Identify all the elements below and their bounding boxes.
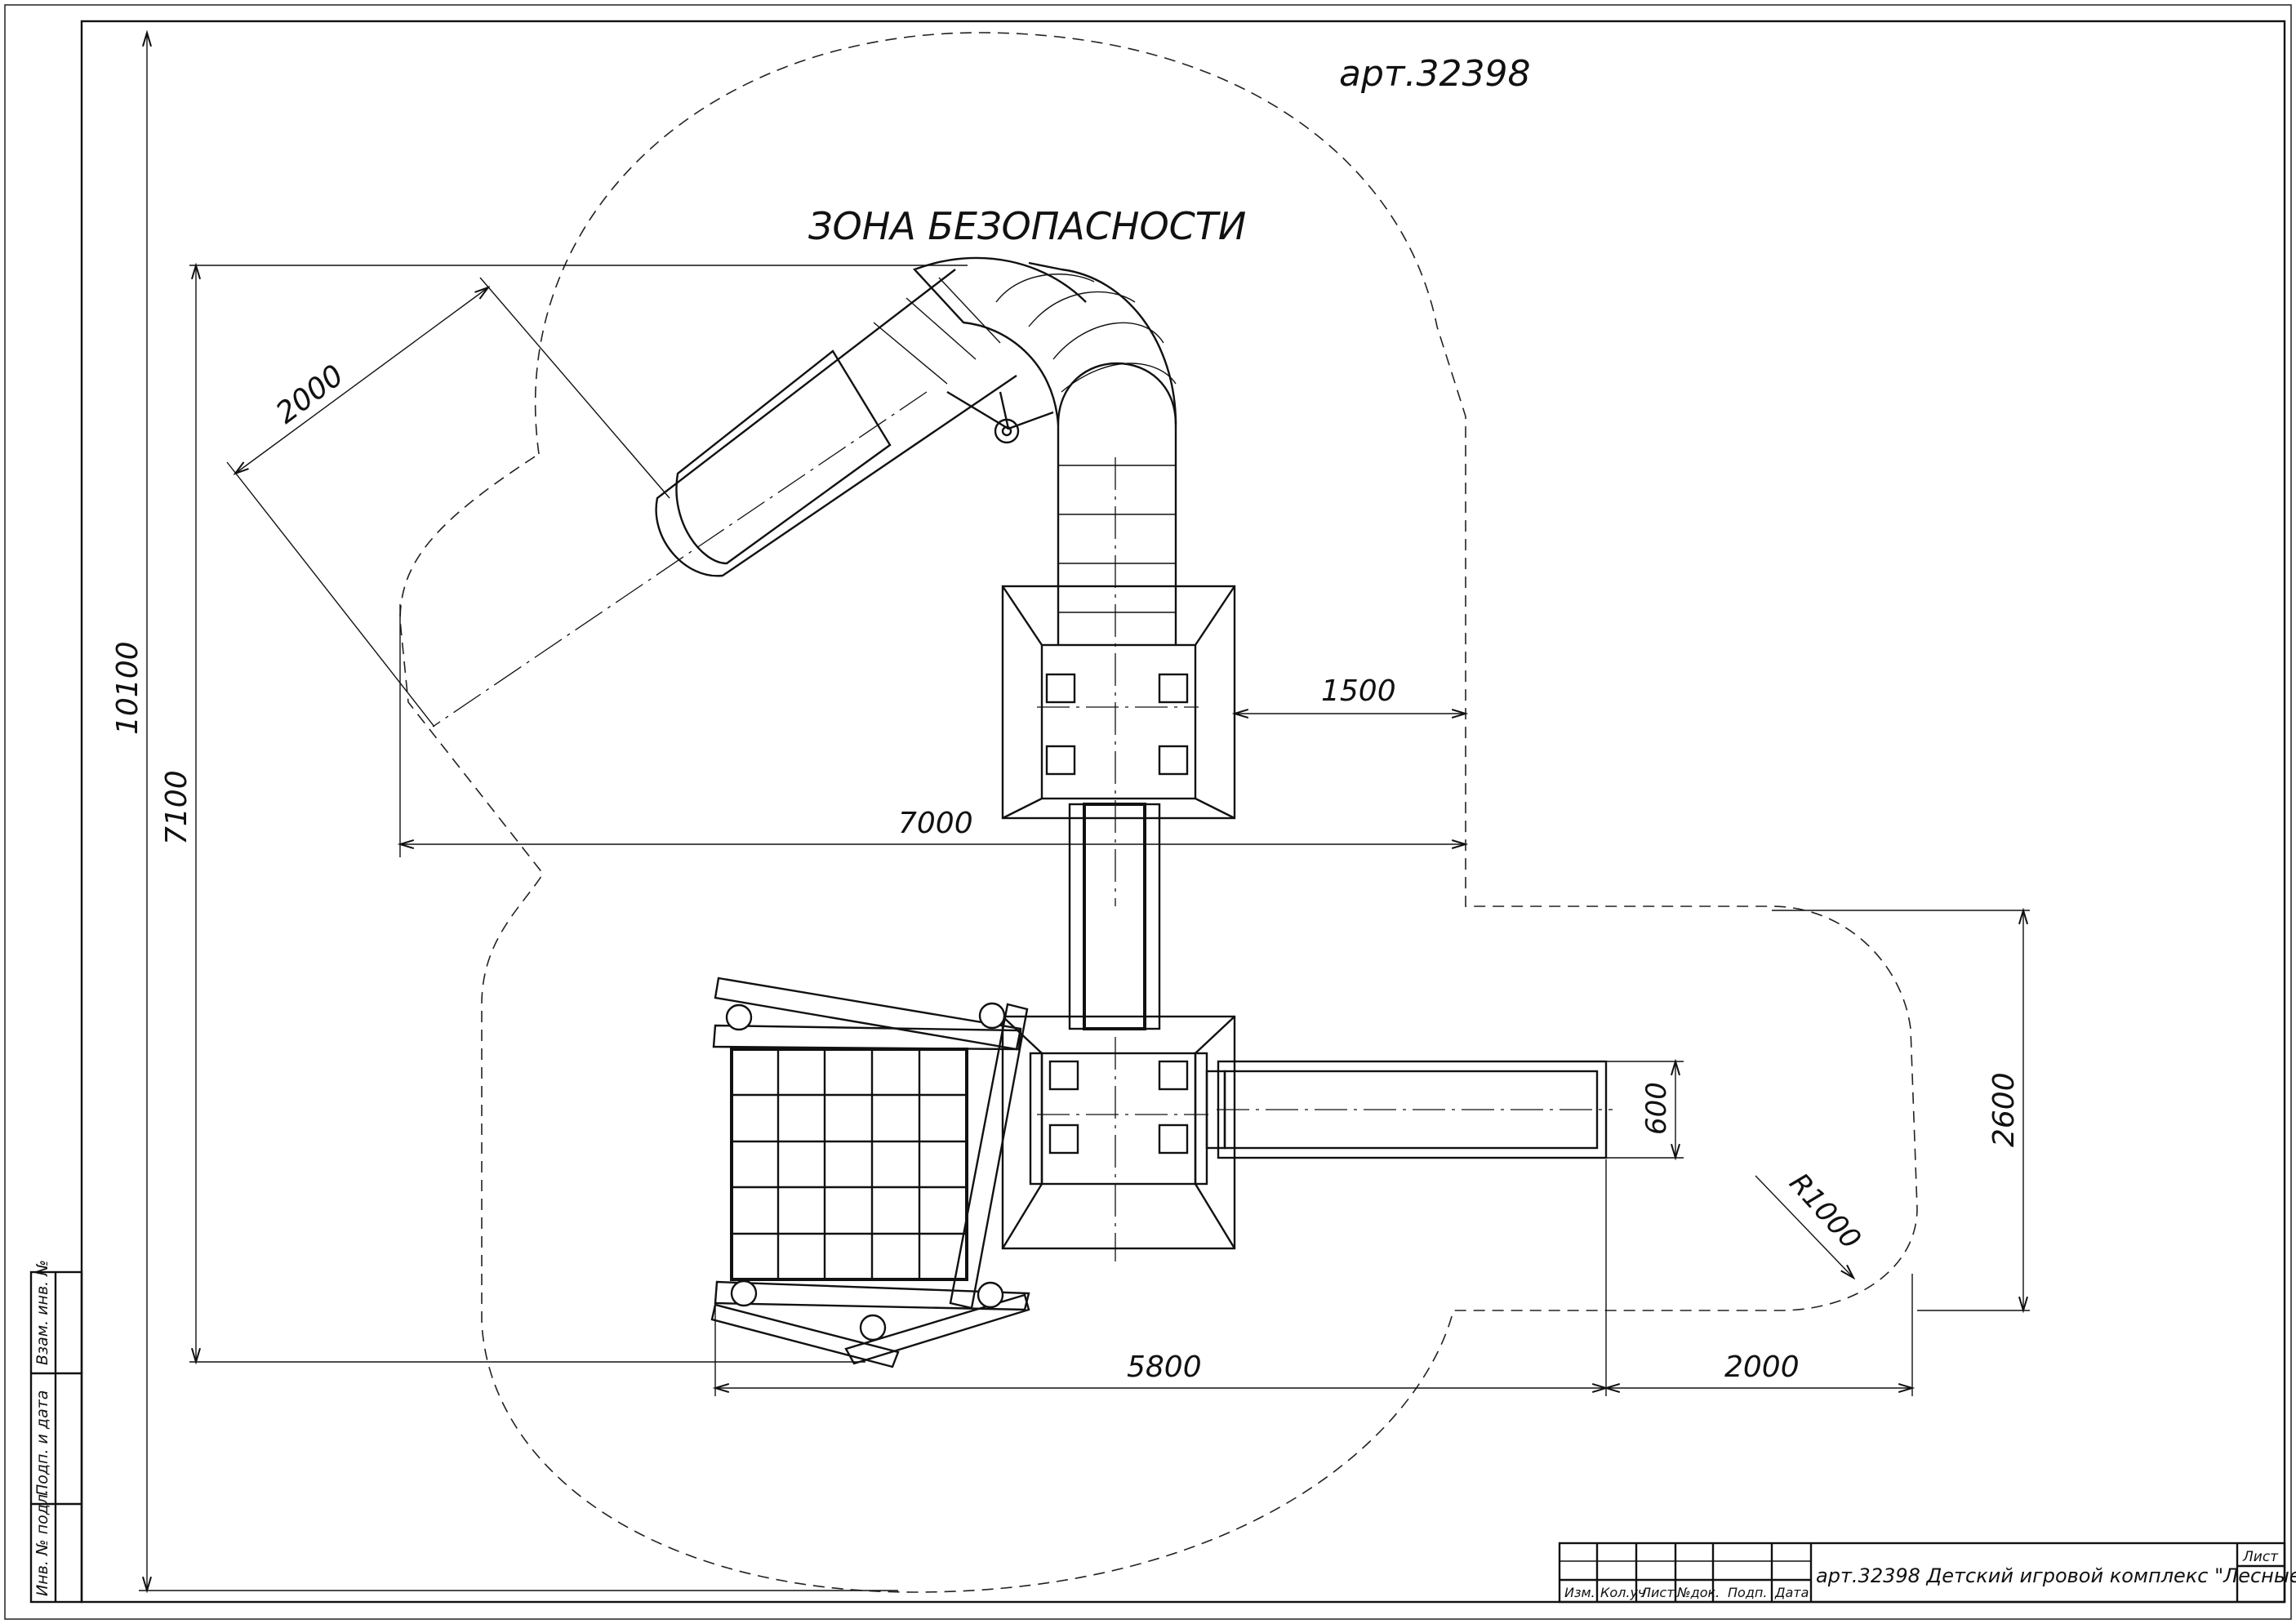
title-block: Изм. Кол.уч Лист №док. Подп. Дата арт.32… — [1558, 1542, 2296, 1604]
tb-col-list: Лист — [1640, 1585, 1675, 1600]
tube-slide — [432, 256, 1177, 906]
safety-zone-label: ЗОНА БЕЗОПАСНОСТИ — [808, 204, 1246, 248]
walkway-right — [1205, 1060, 1613, 1159]
side-stamp: Инв. № подл. Подп. и дата Взам. инв. № — [29, 1260, 83, 1604]
dim-offset-bottom: 2000 — [1724, 1350, 1800, 1384]
stamp-podp-data: Подп. и дата — [33, 1390, 51, 1496]
tb-col-data: Дата — [1774, 1585, 1809, 1600]
dim-offset-right: 1500 — [1321, 674, 1396, 708]
tb-title: арт.32398 Детский игровой комплекс "Лесн… — [1816, 1564, 2296, 1587]
bridge — [1068, 803, 1161, 1030]
dim-width-bottom: 5800 — [1127, 1350, 1202, 1384]
tb-sheet-label: Лист — [2242, 1549, 2279, 1565]
climbing-net — [710, 977, 1030, 1368]
tb-col-podp: Подп. — [1728, 1585, 1767, 1600]
stamp-vzam-inv: Взам. инв. № — [33, 1260, 51, 1365]
dim-radius: R1000 — [1782, 1167, 1867, 1256]
dim-slide-length: 2000 — [270, 358, 350, 430]
safety-zone-outline — [399, 32, 1918, 1593]
tower-bottom — [1001, 1015, 1236, 1261]
outer-border — [4, 4, 2292, 1620]
tb-col-izm: Изм. — [1564, 1585, 1595, 1600]
article-number: арт.32398 — [1339, 53, 1530, 95]
tb-col-ndok: №док. — [1676, 1585, 1720, 1600]
dim-height-right: 2600 — [1987, 1072, 2021, 1147]
inner-frame — [80, 20, 2286, 1604]
dim-total-height: 10100 — [111, 641, 145, 735]
dim-width-main: 7000 — [898, 807, 973, 840]
stamp-inv-podl: Инв. № подл. — [33, 1489, 51, 1596]
dim-bridge-width: 600 — [1640, 1082, 1673, 1135]
tower-top — [1001, 585, 1236, 820]
tb-col-kolich: Кол.уч — [1600, 1585, 1645, 1600]
dim-height-main: 7100 — [160, 770, 194, 845]
